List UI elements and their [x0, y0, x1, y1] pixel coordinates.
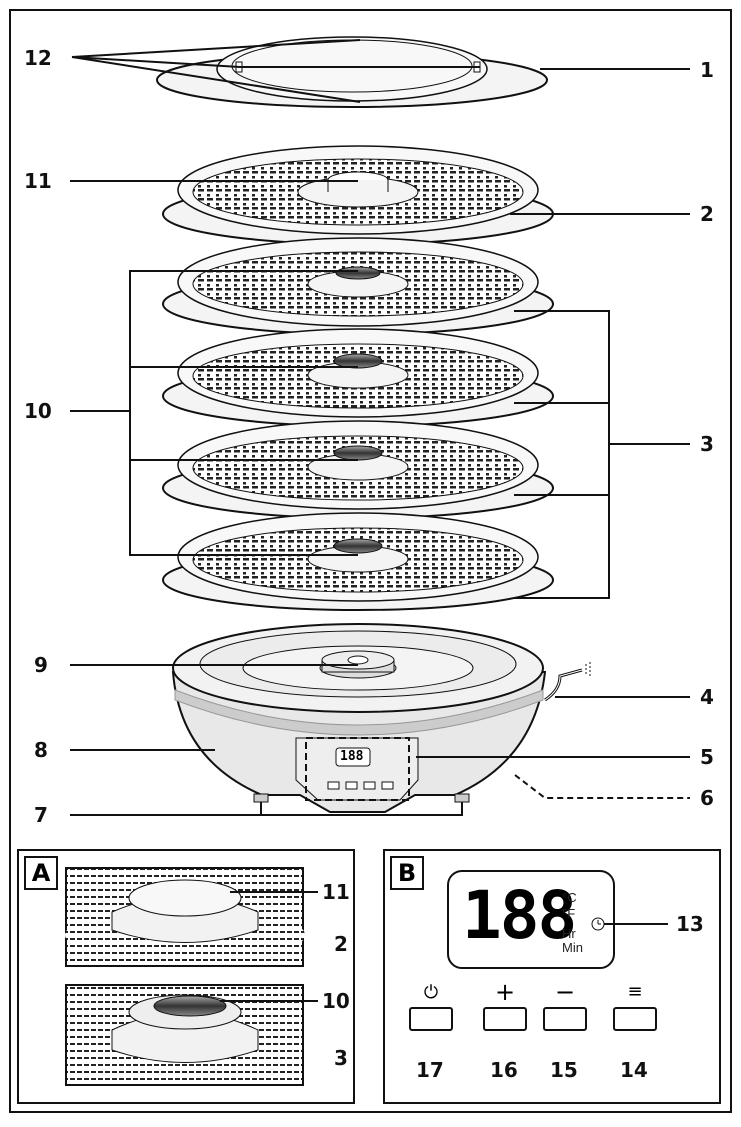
panel-a-label: A: [24, 856, 58, 890]
panel-a: [17, 849, 355, 1104]
base-unit: [171, 623, 591, 813]
power-icon: ⏻: [423, 982, 439, 1003]
callout-11: 11: [24, 169, 52, 193]
tray-5: [162, 512, 554, 611]
power-button[interactable]: [410, 1008, 452, 1030]
panel-a-callout-2: 2: [334, 932, 348, 956]
callout-12: 12: [24, 46, 52, 70]
unit-celsius: °C: [562, 890, 577, 905]
callout-2: 2: [700, 202, 714, 226]
panel-a-callout-10: 10: [322, 989, 350, 1013]
unit-hours: Hr: [562, 926, 576, 941]
panel-a-callout-3: 3: [334, 1046, 348, 1070]
display-digits: 188: [462, 877, 577, 954]
callout-7: 7: [34, 803, 48, 827]
tray-top: [162, 145, 554, 245]
panel-b-callout-15: 15: [550, 1058, 578, 1082]
minus-button[interactable]: [544, 1008, 586, 1030]
callout-8: 8: [34, 738, 48, 762]
base-display-digits: 188: [340, 749, 364, 764]
panel-b-callout-14: 14: [620, 1058, 648, 1082]
callout-5: 5: [700, 745, 714, 769]
callout-9: 9: [34, 653, 48, 677]
panel-b-callout-17: 17: [416, 1058, 444, 1082]
control-panel-highlight: [305, 737, 410, 801]
outer-frame: [9, 9, 732, 1113]
callout-10: 10: [24, 399, 52, 423]
menu-icon: ≡: [627, 981, 643, 1002]
plus-button[interactable]: [484, 1008, 526, 1030]
tray-3: [162, 328, 554, 427]
panel-b-callout-16: 16: [490, 1058, 518, 1082]
leader-lines: [70, 39, 690, 816]
lid: [156, 36, 548, 108]
callout-3: 3: [700, 432, 714, 456]
callout-1: 1: [700, 58, 714, 82]
panel-b-label: B: [390, 856, 424, 890]
unit-fahrenheit: °F: [562, 906, 576, 921]
panel-b: [383, 849, 721, 1104]
callout-6: 6: [700, 786, 714, 810]
panel-b-callout-13: 13: [676, 912, 704, 936]
unit-minutes: Min: [562, 940, 583, 955]
tray-2: [162, 237, 554, 335]
callout-4: 4: [700, 685, 714, 709]
plus-icon: +: [495, 978, 516, 1006]
menu-button[interactable]: [614, 1008, 656, 1030]
minus-icon: −: [555, 978, 576, 1006]
tray-4: [162, 420, 554, 519]
panel-a-callout-11: 11: [322, 880, 350, 904]
